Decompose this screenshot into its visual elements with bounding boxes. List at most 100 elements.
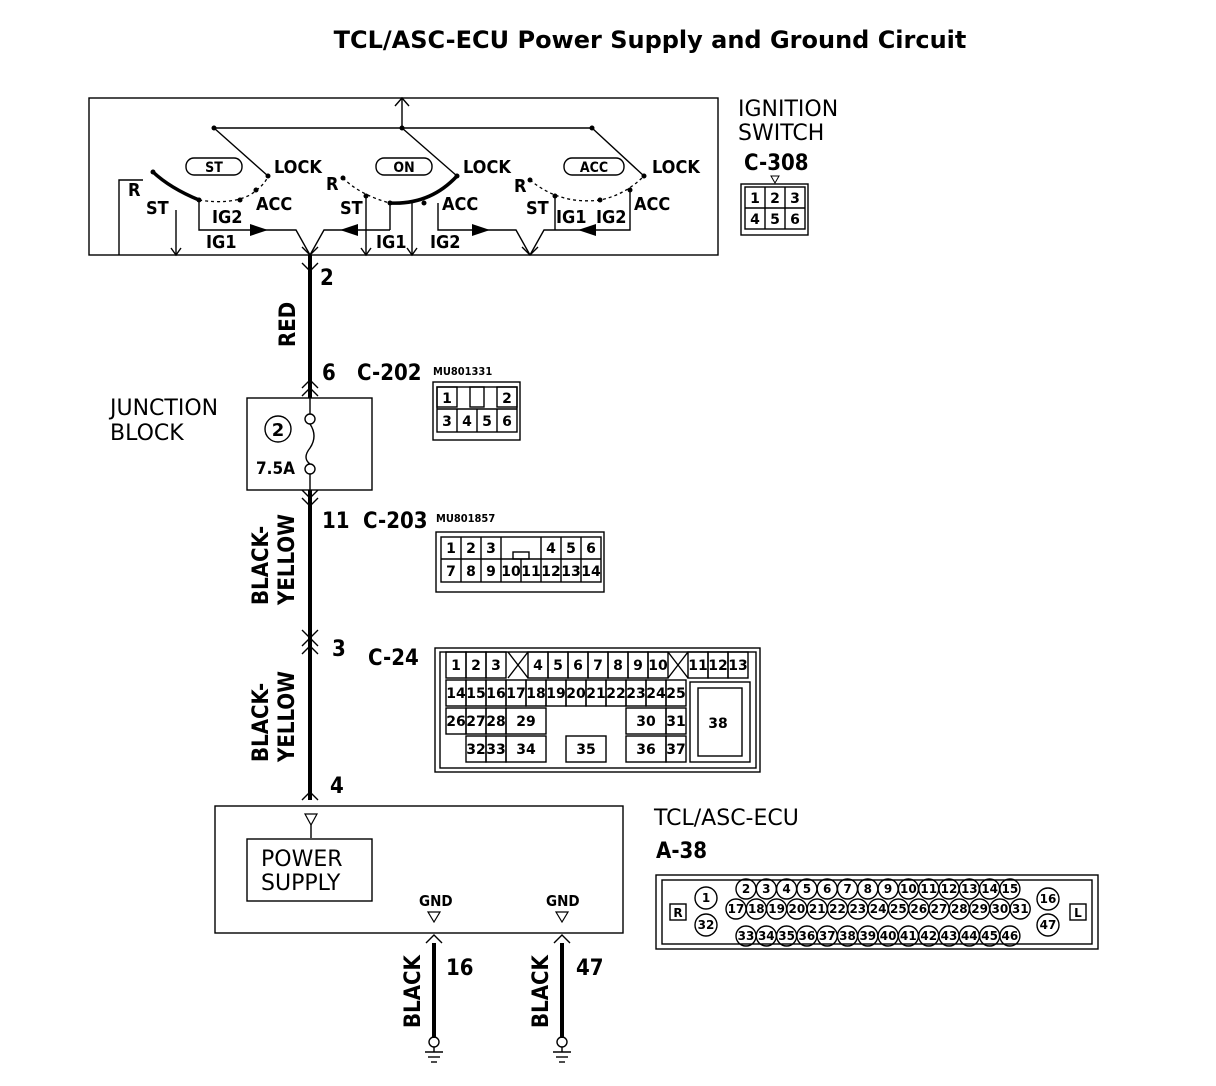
svg-text:4: 4 (330, 774, 344, 799)
pin-5: 5 (553, 658, 563, 674)
ecu-pin-41: 41 (900, 929, 917, 943)
ecu-pin-46: 46 (1002, 929, 1019, 943)
svg-text:2: 2 (502, 391, 512, 407)
svg-text:MU801857: MU801857 (436, 512, 495, 525)
pin-26: 26 (446, 714, 465, 730)
connector-c202: 1 2 3 4 5 6 (432, 381, 521, 441)
svg-text:IG1: IG1 (376, 232, 407, 253)
svg-text:6: 6 (586, 541, 596, 557)
svg-text:ACC: ACC (442, 194, 478, 215)
svg-text:C-24: C-24 (368, 646, 419, 671)
ecu-pin-31: 31 (1012, 902, 1029, 916)
svg-text:BLOCK: BLOCK (110, 421, 184, 446)
ground-wire-47: 47 BLACK (529, 934, 604, 1063)
ground-wire-16: 16 BLACK (401, 934, 474, 1063)
svg-text:GND: GND (546, 892, 580, 910)
ecu-pin-20: 20 (789, 902, 806, 916)
svg-text:47: 47 (576, 956, 604, 981)
connector-c203: 1 2 3 4 5 6 7 8 9 10 11 12 13 14 (435, 531, 605, 593)
ecu-pin-11: 11 (920, 882, 937, 896)
ecu-pin-5: 5 (803, 882, 811, 896)
ecu-pin-32: 32 (698, 918, 715, 932)
connector-a38-label: A-38 (656, 839, 707, 864)
pin-3: 3 (491, 658, 501, 674)
svg-text:JUNCTION: JUNCTION (108, 396, 218, 421)
svg-text:LOCK: LOCK (274, 157, 323, 178)
ecu-pin-17: 17 (728, 902, 745, 916)
svg-text:SWITCH: SWITCH (738, 121, 824, 146)
svg-text:ON: ON (393, 160, 414, 176)
ecu-pin-22: 22 (829, 902, 846, 916)
svg-text:2: 2 (770, 191, 780, 207)
diagram-title: TCL/ASC-ECU Power Supply and Ground Circ… (334, 26, 967, 54)
svg-text:16: 16 (446, 956, 474, 981)
ecu-pin-6: 6 (823, 882, 831, 896)
svg-text:ST: ST (146, 198, 169, 219)
ecu-pin-24: 24 (870, 902, 887, 916)
ecu-pin-9: 9 (884, 882, 892, 896)
ecu-pin-15: 15 (1002, 882, 1019, 896)
ecu-pin-21: 21 (809, 902, 826, 916)
svg-text:IG1: IG1 (556, 207, 587, 228)
svg-text:GND: GND (419, 892, 453, 910)
pin-34: 34 (516, 742, 536, 758)
svg-text:6: 6 (322, 361, 336, 386)
svg-text:ACC: ACC (256, 194, 292, 215)
svg-text:R: R (326, 174, 339, 195)
ecu-pin-30: 30 (992, 902, 1009, 916)
svg-text:7: 7 (446, 564, 456, 580)
pin-20: 20 (566, 686, 586, 702)
ecu-label: TCL/ASC-ECU (653, 806, 799, 831)
svg-text:ACC: ACC (580, 160, 608, 176)
ecu-pin-29: 29 (971, 902, 988, 916)
svg-text:POWER: POWER (261, 847, 343, 872)
svg-text:9: 9 (486, 564, 496, 580)
svg-text:1: 1 (750, 191, 760, 207)
svg-text:L: L (1074, 906, 1082, 920)
pin-14: 14 (446, 686, 466, 702)
ecu-pin-7: 7 (843, 882, 851, 896)
svg-text:R: R (514, 176, 527, 197)
svg-text:R: R (673, 906, 682, 920)
svg-text:C-202: C-202 (357, 361, 422, 386)
ecu-pin-40: 40 (880, 929, 897, 943)
ecu-pin-33: 33 (738, 929, 755, 943)
tcl-asc-ecu: POWER SUPPLY GND GND TCL/ASC-ECU A-38 R … (214, 805, 1099, 950)
pin-22: 22 (606, 686, 625, 702)
ecu-pin-25: 25 (890, 902, 907, 916)
ecu-pin-47: 47 (1040, 918, 1057, 932)
svg-text:4: 4 (462, 414, 472, 430)
pin-35: 35 (576, 742, 595, 758)
pin-27: 27 (466, 714, 485, 730)
junction-block: JUNCTION BLOCK 2 7.5A C-202 MU801331 1 2… (108, 361, 605, 593)
pin-6: 6 (573, 658, 583, 674)
svg-text:3: 3 (442, 414, 452, 430)
pin-31: 31 (666, 714, 685, 730)
pin-29: 29 (516, 714, 535, 730)
svg-text:3: 3 (486, 541, 496, 557)
pin-32: 32 (466, 742, 485, 758)
ecu-pin-19: 19 (768, 902, 785, 916)
pin-23: 23 (626, 686, 645, 702)
ecu-pin-38: 38 (839, 929, 856, 943)
svg-text:11: 11 (521, 564, 540, 580)
svg-text:10: 10 (501, 564, 521, 580)
ecu-pin-26: 26 (910, 902, 927, 916)
ecu-pin-35: 35 (778, 929, 795, 943)
ecu-pin-16: 16 (1040, 892, 1057, 906)
svg-text:8: 8 (466, 564, 476, 580)
connector-c308-label: C-308 (744, 151, 809, 176)
svg-text:ST: ST (205, 160, 223, 176)
svg-text:MU801331: MU801331 (433, 365, 492, 378)
svg-text:14: 14 (581, 564, 601, 580)
ecu-pin-3: 3 (762, 882, 770, 896)
svg-text:BLACK-: BLACK- (249, 683, 274, 762)
svg-text:BLACK: BLACK (529, 954, 554, 1028)
svg-text:3: 3 (790, 191, 800, 207)
ecu-pin-14: 14 (981, 882, 998, 896)
svg-text:ACC: ACC (634, 194, 670, 215)
pin-15: 15 (466, 686, 485, 702)
